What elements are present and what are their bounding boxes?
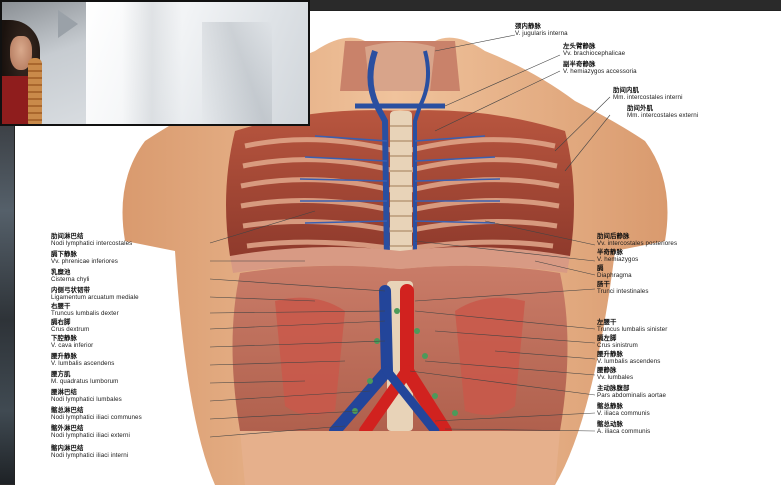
label-latin: Diaphragma [597,272,632,279]
label-latin: Crus dextrum [51,326,89,333]
label-latin: Cisterna chyli [51,276,90,283]
overlay-photo[interactable] [0,0,310,126]
label-latin: Truncus lumbalis dexter [51,310,119,317]
label-zh: 左腰干 [597,319,667,326]
label-zh: 半奇静脉 [597,249,638,256]
label-zh: 髂总淋巴结 [51,407,142,414]
label-zh: 肋间外肌 [627,105,698,112]
label-latin: Pars abdominalis aortae [597,392,666,399]
label-zh: 主动脉腹部 [597,385,666,392]
label-zh: 右腰干 [51,303,119,310]
label-zh: 腰静脉 [597,367,633,374]
label-zh: 髂总动脉 [597,421,650,428]
label-zh: 腰淋巴结 [51,389,122,396]
label-latin: V. lumbalis ascendens [51,360,114,367]
label-zh: 肠干 [597,281,649,288]
label-latin: Mm. intercostales interni [613,94,683,101]
label-zh: 膈右脚 [51,319,89,326]
white-coat [86,2,310,126]
label-latin: V. lumbalis ascendens [597,358,660,365]
label-zh: 乳糜池 [51,269,90,276]
label-latin: Crus sinistrum [597,342,638,349]
label-zh: 髂总静脉 [597,403,650,410]
label-zh: 髂内淋巴结 [51,445,128,452]
label-zh: 下腔静脉 [51,335,93,342]
label-latin: Nodi lymphatici iliaci communes [51,414,142,421]
arrow-graphic [58,10,78,38]
label-latin: Mm. intercostales externi [627,112,698,119]
label-zh: 膈 [597,265,632,272]
label-zh: 膈下静脉 [51,251,118,258]
label-latin: V. hemiazygos [597,256,638,263]
label-zh: 腰方肌 [51,371,118,378]
label-zh: 膈左脚 [597,335,638,342]
label-latin: Vv. phrenicae inferiores [51,258,118,265]
label-latin: Nodi lymphatici iliaci interni [51,452,128,459]
label-zh: 髂外淋巴结 [51,425,130,432]
label-latin: V. jugularis interna [515,30,568,37]
spine-model [28,58,42,126]
label-zh: 肋间内肌 [613,87,683,94]
label-latin: V. cava inferior [51,342,93,349]
label-latin: A. iliaca communis [597,428,650,435]
label-latin: Nodi lymphatici iliaci externi [51,432,130,439]
label-zh: 副半奇静脉 [563,61,637,68]
label-latin: Nodi lymphatici lumbales [51,396,122,403]
label-zh: 腰升静脉 [51,353,114,360]
label-latin: Truncus lumbalis sinister [597,326,667,333]
label-latin: M. quadratus lumborum [51,378,118,385]
label-zh: 内侧弓状韧带 [51,287,139,294]
label-latin: Vv. intercostales posteriores [597,240,677,247]
coat-fold [122,2,182,126]
label-zh: 肋间淋巴结 [51,233,132,240]
label-zh: 颈内静脉 [515,23,568,30]
label-latin: V. hemiazygos accessoria [563,68,637,75]
label-latin: V. iliaca communis [597,410,650,417]
label-latin: Nodi lymphatici intercostales [51,240,132,247]
coat-fold [202,22,272,126]
label-zh: 腰升静脉 [597,351,660,358]
label-latin: Vv. lumbales [597,374,633,381]
label-zh: 肋间后静脉 [597,233,677,240]
label-latin: Vv. brachiocephalicae [563,50,625,57]
label-latin: Ligamentum arcuatum mediale [51,294,139,301]
label-zh: 左头臂静脉 [563,43,625,50]
label-latin: Trunci intestinales [597,288,649,295]
